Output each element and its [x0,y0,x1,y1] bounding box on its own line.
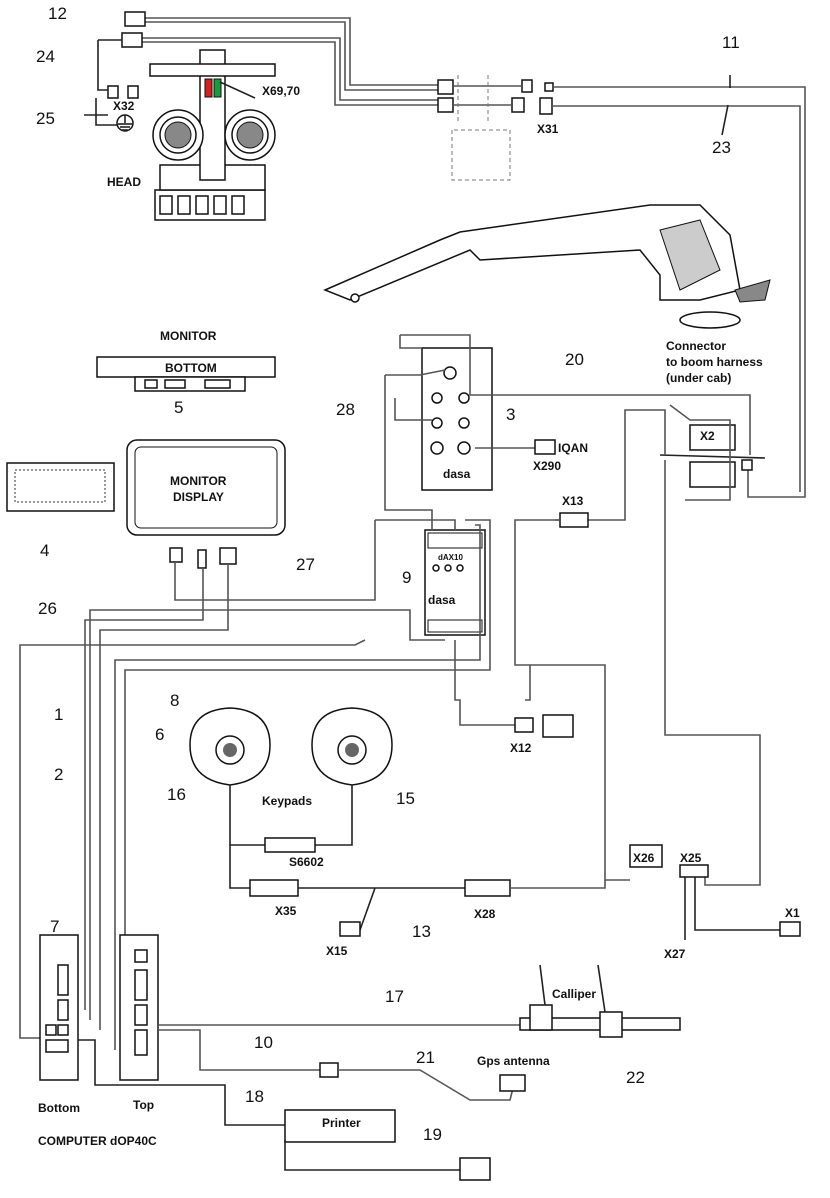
printer [284,1109,396,1143]
connector-x25-label: X25 [680,851,702,865]
monitor-display-label-2: DISPLAY [173,490,224,504]
connector-12 [124,11,146,27]
label-1: 1 [54,705,63,724]
monitor-display [126,439,286,536]
connector-x25 [679,864,709,878]
connector-x15-label: X15 [326,944,348,958]
computer-bottom-label: Bottom [38,1101,80,1115]
connector-x32-label: X32 [113,99,135,113]
computer-top [119,934,159,1081]
keyboard [6,462,115,512]
monitor-label: MONITOR [160,329,217,343]
dax10-module [424,529,486,636]
connector-x12-label: X12 [510,741,532,755]
label-6: 6 [155,725,164,744]
connector-note-3: (under cab) [666,371,731,385]
label-27: 27 [296,555,315,574]
keypad-right [311,707,393,786]
boom-illustration [323,204,771,329]
label-17: 17 [385,987,404,1006]
label-19: 19 [423,1125,442,1144]
computer-label: COMPUTER dOP40C [38,1134,157,1148]
connector-x2-label: X2 [700,429,715,443]
computer-bottom [39,934,79,1081]
gps-antenna-label: Gps antenna [477,1054,550,1068]
connector-x35-label: X35 [275,904,297,918]
gps-antenna-icon [499,1074,526,1092]
label-16: 16 [167,785,186,804]
connector-x1-label: X1 [785,906,800,920]
label-23: 23 [712,138,731,157]
connector-note-1: Connector [666,339,726,353]
label-2: 2 [54,765,63,784]
calliper-label: Calliper [552,987,596,1001]
label-28: 28 [336,400,355,419]
label-15: 15 [396,789,415,808]
connector-x28-label: X28 [474,907,496,921]
monitor-bottom-label: BOTTOM [165,361,217,375]
label-22: 22 [626,1068,645,1087]
computer-top-label: Top [133,1098,154,1112]
label-5: 5 [174,398,183,417]
connector-x1 [779,921,801,937]
connector-x290-label: X290 [533,459,561,473]
label-7: 7 [50,917,59,936]
label-21: 21 [416,1048,435,1067]
iqan-label: IQAN [558,441,588,455]
connector-s6602 [264,837,316,853]
label-4: 4 [40,541,49,560]
connector-x69-label: X69,70 [262,84,300,98]
dax10-logo: dasa [428,593,456,607]
label-8: 8 [170,691,179,710]
connector-x26 [629,844,663,868]
keypads-label: Keypads [262,794,312,808]
connector-24 [121,32,143,48]
label-13: 13 [412,922,431,941]
label-26: 26 [38,599,57,618]
dax10-label: dAX10 [438,553,463,562]
label-20: 20 [565,350,584,369]
connector-s6602-label: S6602 [289,855,324,869]
label-18: 18 [245,1087,264,1106]
connector-x13-label: X13 [562,494,584,508]
label-12: 12 [48,4,67,23]
connector-x27-label: X27 [664,947,686,961]
connector-x28 [464,879,511,897]
label-24: 24 [36,47,55,66]
head-unit [107,49,276,221]
connector-x26-label: X26 [633,851,655,865]
label-25: 25 [36,109,55,128]
printer-label: Printer [322,1116,361,1130]
connector-x35 [249,879,299,897]
connector-x31-label: X31 [537,122,559,136]
label-3: 3 [506,405,515,424]
calliper [519,964,681,1038]
battery-icon [542,714,574,738]
keypad-left [189,707,271,786]
head-label: HEAD [107,175,141,189]
ground-icon [116,114,134,132]
monitor-display-label-1: MONITOR [170,474,227,488]
printer-battery-icon [459,1157,491,1181]
label-9: 9 [402,568,411,587]
dasa-logo: dasa [443,467,471,481]
label-10: 10 [254,1033,273,1052]
label-11: 11 [722,33,740,52]
connector-note-2: to boom harness [666,355,763,369]
